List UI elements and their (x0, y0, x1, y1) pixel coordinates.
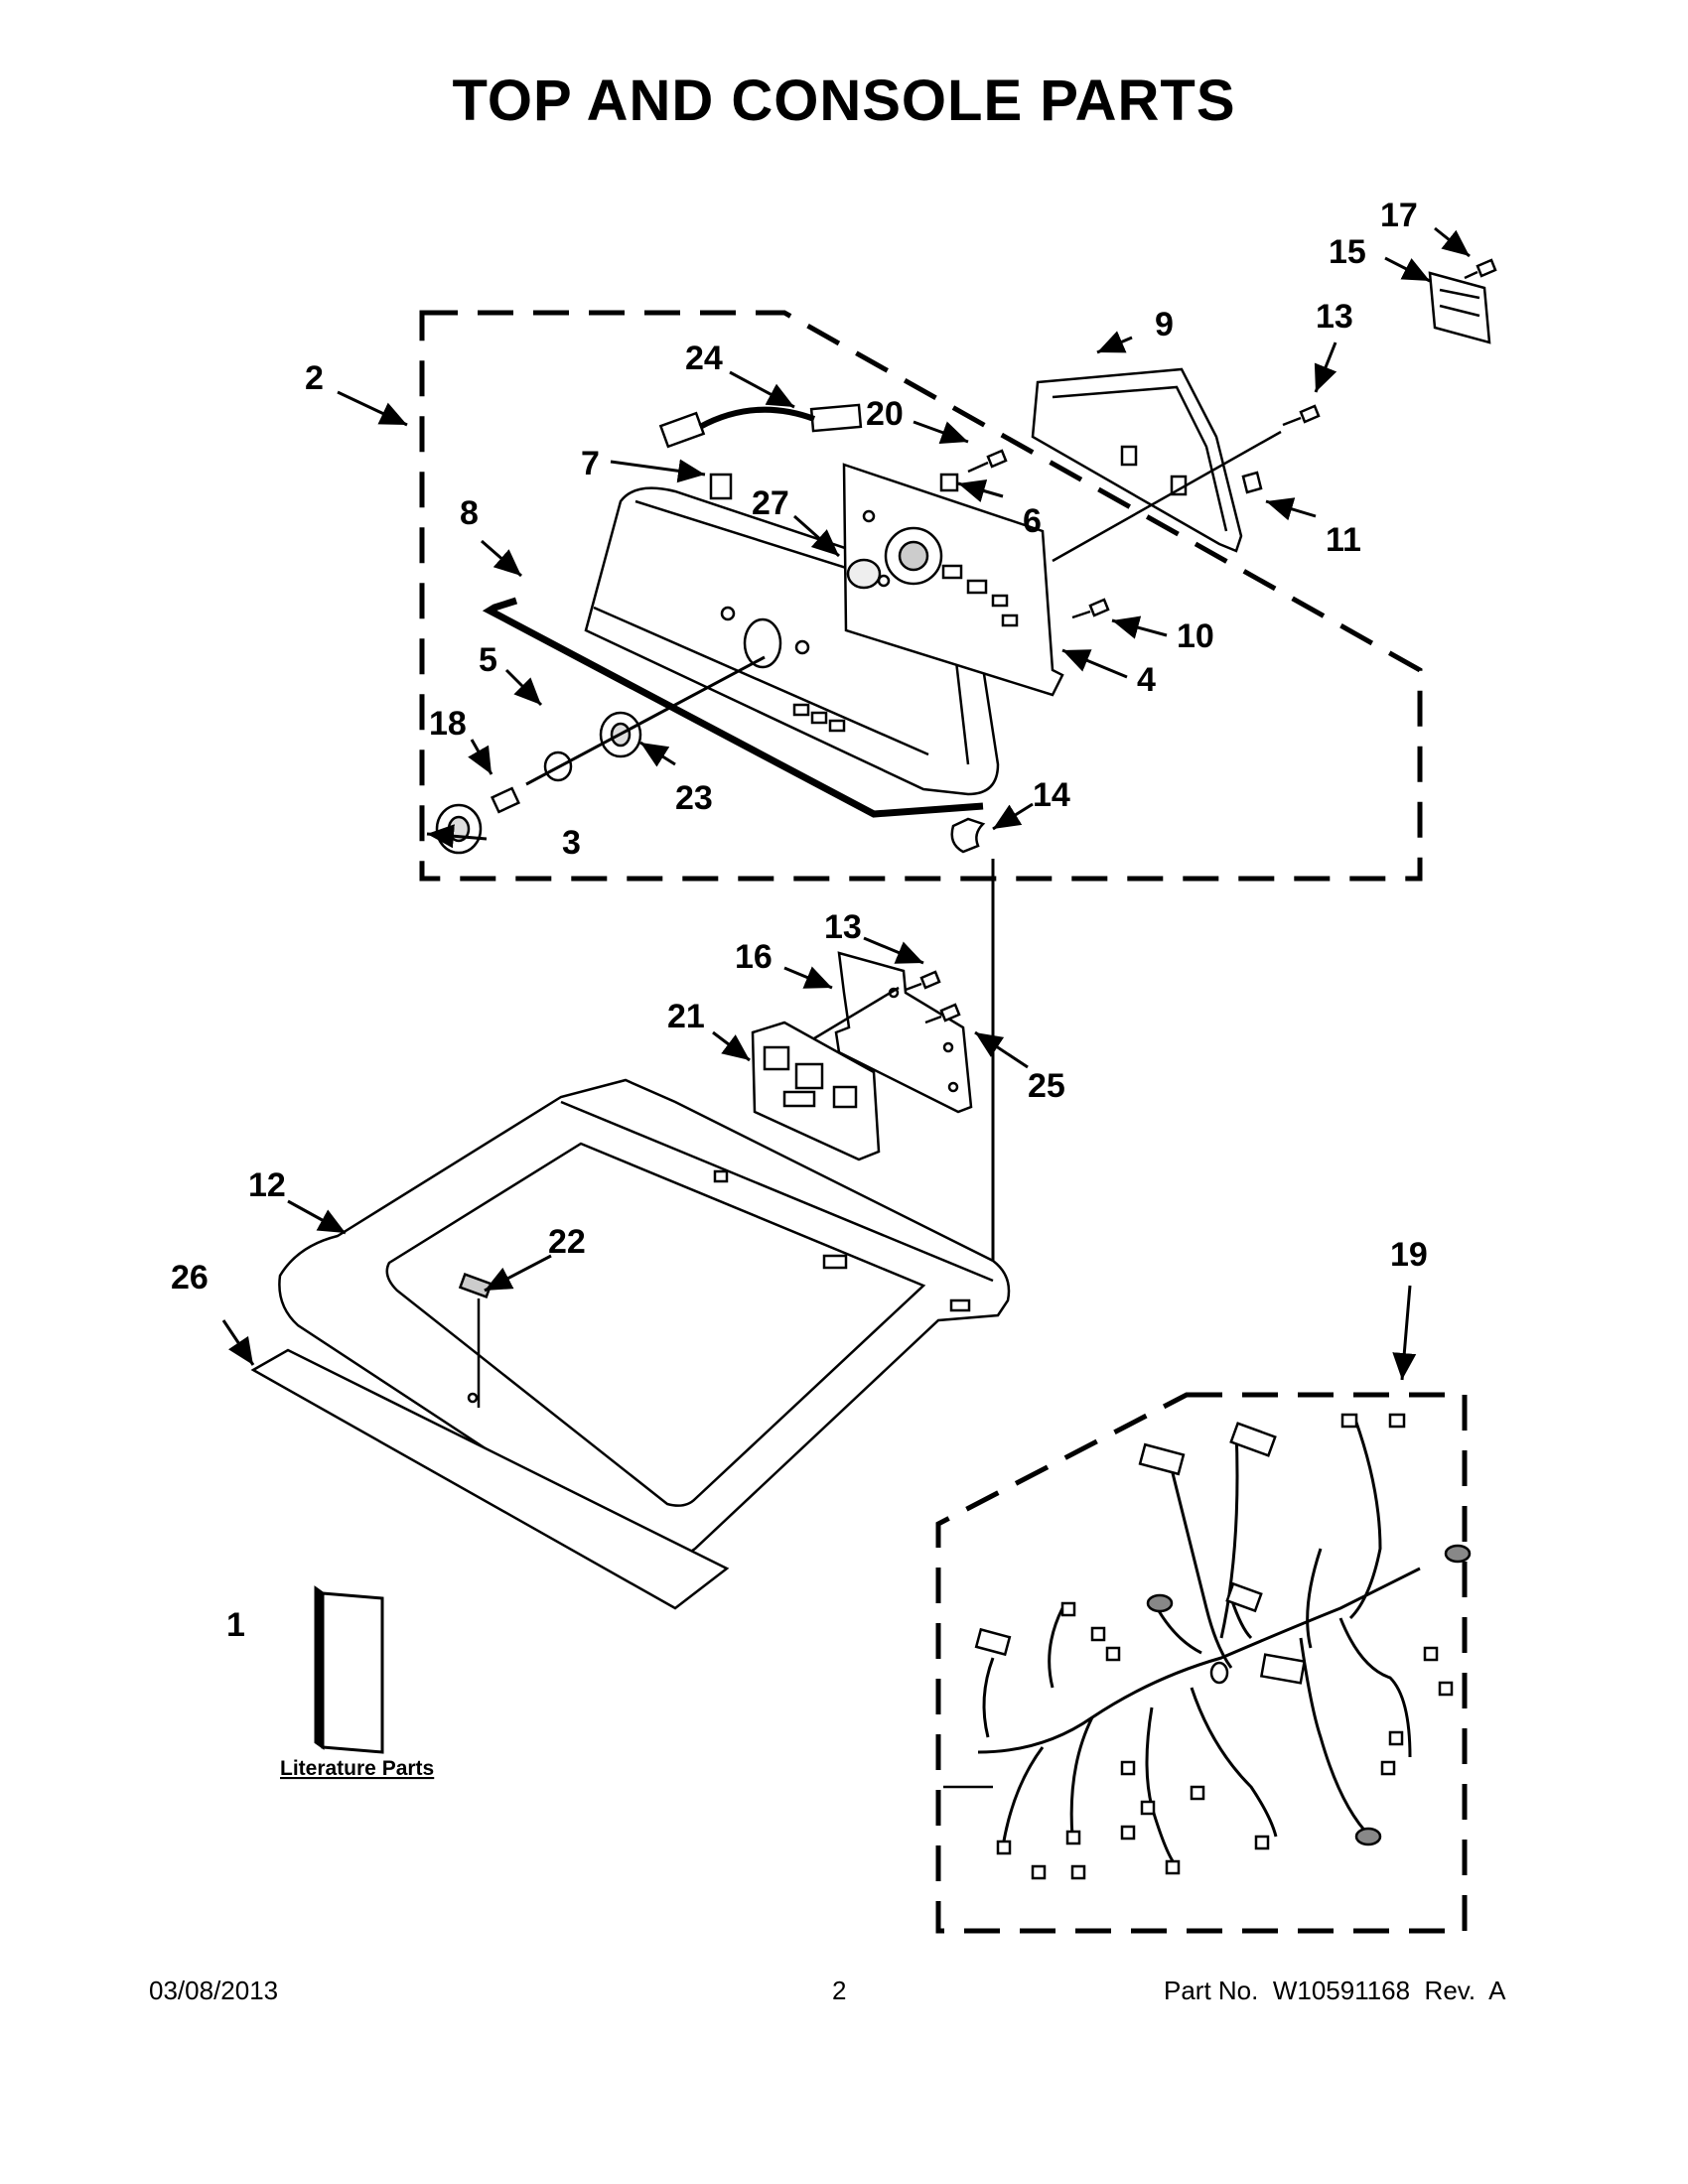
callout-leaders (221, 226, 1471, 1381)
callout-5: 5 (479, 641, 497, 679)
callout-7: 7 (581, 445, 600, 482)
wire-harness-19 (977, 1419, 1421, 1868)
callout-13b: 13 (824, 908, 862, 946)
knob-assembly (435, 711, 642, 855)
callout-11: 11 (1326, 521, 1361, 559)
electronic-module-21 (751, 1021, 881, 1161)
callout-15: 15 (1329, 233, 1366, 271)
harness-clip-14 (950, 817, 986, 854)
page-title: TOP AND CONSOLE PARTS (452, 68, 1236, 133)
callout-27: 27 (752, 484, 789, 522)
callout-14: 14 (1033, 776, 1070, 814)
callout-21: 21 (667, 998, 705, 1035)
wire-connector (658, 403, 863, 449)
callout-9: 9 (1155, 306, 1174, 343)
callout-19: 19 (1390, 1236, 1428, 1274)
bracket-15 (1428, 258, 1497, 344)
mounting-bracket-16 (834, 951, 973, 1114)
callout-12: 12 (248, 1166, 286, 1204)
callout-10: 10 (1177, 617, 1214, 655)
callout-2: 2 (305, 359, 324, 397)
callout-4: 4 (1137, 661, 1156, 699)
callout-13a: 13 (1316, 298, 1353, 336)
top-panel-12 (278, 1078, 1011, 1560)
callout-17: 17 (1380, 197, 1418, 234)
footer-part-number: Part No. W10591168 Rev. A (1164, 1976, 1506, 2005)
callout-25: 25 (1028, 1067, 1065, 1105)
callout-3: 3 (562, 824, 581, 862)
wire-harness-boundary (935, 1392, 1468, 1934)
callout-6: 6 (1023, 502, 1042, 540)
callout-18: 18 (429, 705, 467, 743)
callout-1: 1 (226, 1606, 245, 1644)
callout-26: 26 (171, 1259, 209, 1297)
callout-16: 16 (735, 938, 773, 976)
callout-numbers: 1 2 3 4 5 6 7 8 9 10 11 12 13 13 14 15 1… (171, 197, 1428, 1780)
console-clip (709, 473, 733, 500)
literature-parts-label: Literature Parts (280, 1757, 434, 1780)
footer-date: 03/08/2013 (149, 1976, 279, 2005)
callout-8: 8 (460, 494, 479, 532)
wire-harness-connectors (974, 1413, 1472, 1880)
console-trim-strip (482, 597, 984, 818)
literature-booklet (314, 1585, 384, 1754)
console-rear-panel (1031, 367, 1243, 553)
control-board (842, 463, 1064, 697)
footer-page-number: 2 (832, 1976, 847, 2005)
screws-upper (939, 404, 1321, 619)
callout-22: 22 (548, 1223, 586, 1261)
callout-24: 24 (685, 340, 723, 377)
callout-20: 20 (866, 395, 904, 433)
top-gasket-26 (250, 1348, 730, 1610)
callout-23: 23 (675, 779, 713, 817)
console-assembly-boundary (419, 310, 1423, 882)
